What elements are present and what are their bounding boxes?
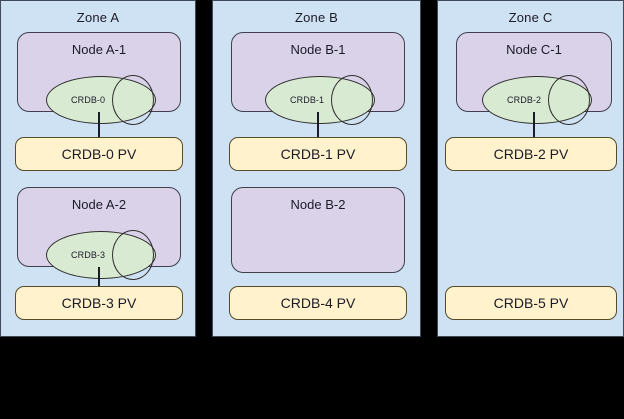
pv-crdb-5[interactable]: CRDB-5 PV xyxy=(445,286,617,320)
pv-crdb-2[interactable]: CRDB-2 PV xyxy=(445,137,617,171)
database-label: CRDB-3 xyxy=(71,250,106,260)
connector-node-a-2-to-crdb-3-pv xyxy=(98,267,100,286)
zone-c-container[interactable]: Zone C Node C-1 CRDB-2 CRDB-2 PV CRDB-5 … xyxy=(437,0,624,337)
node-b-2[interactable]: Node B-2 xyxy=(231,187,405,273)
zone-c-label: Zone C xyxy=(508,10,553,25)
node-a-2[interactable]: Node A-2 CRDB-3 xyxy=(17,187,181,280)
zone-a-container[interactable]: Zone A Node A-1 CRDB-0 CRDB-0 PV Node A-… xyxy=(0,0,196,337)
node-c-1[interactable]: Node C-1 CRDB-2 xyxy=(456,32,612,125)
pv-crdb-0[interactable]: CRDB-0 PV xyxy=(15,137,183,171)
pv-crdb-1[interactable]: CRDB-1 PV xyxy=(229,137,407,171)
database-cap-ellipse xyxy=(331,75,373,125)
zone-b-container[interactable]: Zone B Node B-1 CRDB-1 CRDB-1 PV Node B-… xyxy=(212,0,421,337)
database-icon-crdb-0[interactable]: CRDB-0 xyxy=(46,75,156,125)
node-b-1[interactable]: Node B-1 CRDB-1 xyxy=(231,32,405,125)
connector-node-b-1-to-crdb-1-pv xyxy=(317,112,319,137)
node-a-1[interactable]: Node A-1 CRDB-0 xyxy=(17,32,181,125)
zone-a-label: Zone A xyxy=(76,10,120,25)
connector-node-c-1-to-crdb-2-pv xyxy=(533,112,535,137)
pv-crdb-4[interactable]: CRDB-4 PV xyxy=(229,286,407,320)
database-cap-ellipse xyxy=(548,75,590,125)
database-icon-crdb-2[interactable]: CRDB-2 xyxy=(482,75,592,125)
node-a-2-label: Node A-2 xyxy=(71,197,127,212)
database-label: CRDB-1 xyxy=(290,95,325,105)
database-label: CRDB-0 xyxy=(71,95,106,105)
pv-crdb-3[interactable]: CRDB-3 PV xyxy=(15,286,183,320)
node-c-1-label: Node C-1 xyxy=(506,42,562,57)
database-icon-crdb-1[interactable]: CRDB-1 xyxy=(265,75,375,125)
node-a-1-label: Node A-1 xyxy=(71,42,127,57)
database-label: CRDB-2 xyxy=(507,95,542,105)
node-b-2-label: Node B-2 xyxy=(290,197,346,212)
database-icon-crdb-3[interactable]: CRDB-3 xyxy=(46,230,156,280)
database-cap-ellipse xyxy=(112,75,154,125)
database-cap-ellipse xyxy=(112,230,154,280)
node-b-1-label: Node B-1 xyxy=(290,42,346,57)
zone-b-label: Zone B xyxy=(294,10,339,25)
connector-node-a-1-to-crdb-0-pv xyxy=(98,112,100,137)
